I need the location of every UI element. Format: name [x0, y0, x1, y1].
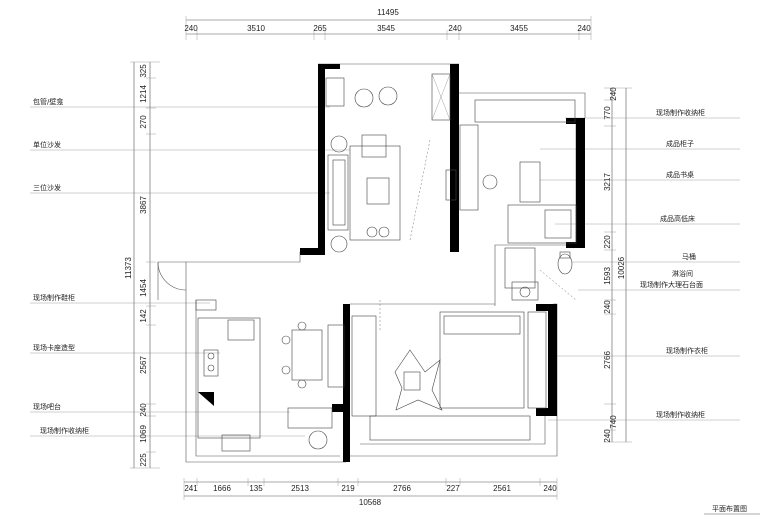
bunk-bed [507, 204, 577, 244]
label-shoe-cabinet: 现场制作鞋柜 [33, 293, 75, 302]
dim-left-6: 142 [139, 309, 148, 323]
entry-door [157, 261, 187, 300]
toilet [557, 253, 573, 275]
dim-top-6: 3455 [510, 24, 528, 33]
drawing-caption: 平面布置图 [712, 504, 747, 513]
marble-countertop [511, 281, 539, 301]
label-three-seat-sofa: 三位沙发 [33, 183, 61, 192]
dim-left-9: 1069 [139, 425, 148, 443]
dim-bottom-5: 219 [341, 484, 355, 493]
dim-left-10: 225 [139, 453, 148, 467]
right-dimension-chain: 240 770 3217 220 1593 240 2766 740 240 1… [603, 87, 632, 443]
dim-right-1: 240 [609, 87, 618, 101]
label-storage-cabinet-right-bottom: 现场制作收纳柜 [656, 410, 705, 419]
left-annotations: 包管/壁龛 单位沙发 三位沙发 现场制作鞋柜 现场卡座造型 现场吧台 现场制作收… [30, 97, 350, 437]
right-annotations: 现场制作收纳柜 成品柜子 成品书桌 成品高低床 马桶 淋浴间 现场制作大理石台面… [540, 108, 740, 421]
master-cabinet [351, 315, 377, 417]
dim-bottom-2: 1666 [213, 484, 231, 493]
dining-table [291, 329, 323, 381]
dim-right-5: 1593 [603, 267, 612, 285]
dim-top-1: 240 [184, 24, 198, 33]
living-room [325, 73, 451, 253]
label-wardrobe: 现场制作衣柜 [666, 346, 708, 355]
thick-walls [300, 64, 585, 462]
coffee-table [366, 177, 390, 205]
stove [203, 349, 219, 377]
single-sofa [361, 134, 387, 158]
niche-cabinet [325, 77, 345, 107]
dim-right-total: 10026 [617, 256, 626, 279]
label-marble-countertop: 现场制作大理石台面 [640, 280, 703, 289]
dim-left-2: 1214 [139, 85, 148, 103]
label-finished-cabinet: 成品柜子 [666, 139, 694, 148]
kitchen-dining [195, 299, 345, 452]
shoe-cabinet [195, 299, 217, 311]
dim-bottom-1: 241 [184, 484, 198, 493]
dim-left-3: 270 [139, 115, 148, 129]
dim-bottom-9: 240 [543, 484, 557, 493]
storage-cabinet-bottom [369, 415, 531, 441]
label-shower-room: 淋浴间 [672, 269, 693, 278]
dim-left-1: 325 [139, 64, 148, 78]
dim-right-3: 3217 [603, 173, 612, 191]
bar-counter [287, 407, 333, 429]
dim-top-3: 265 [313, 24, 327, 33]
label-bar-counter: 现场吧台 [33, 402, 61, 411]
dim-right-4: 220 [603, 235, 612, 249]
dim-right-2: 770 [603, 106, 612, 120]
thin-walls [185, 63, 586, 463]
finished-cabinet [459, 124, 479, 211]
bottom-dimension-chain: 241 1666 135 2513 219 2766 227 2561 240 … [183, 478, 557, 507]
dim-left-total: 11373 [124, 257, 133, 279]
label-single-sofa: 单位沙发 [33, 140, 61, 149]
dim-top-5: 240 [448, 24, 462, 33]
dim-left-4: 3867 [139, 196, 148, 214]
dim-left-8: 240 [139, 403, 148, 417]
label-finished-desk: 成品书桌 [666, 170, 694, 179]
label-bunk-bed: 成品高低床 [660, 214, 695, 223]
dim-top-4: 3545 [377, 24, 395, 33]
wardrobe [527, 311, 547, 409]
label-toilet: 马桶 [682, 252, 696, 261]
dim-bottom-total: 10568 [359, 498, 382, 507]
kids-bedroom [445, 99, 577, 244]
booth-seat [327, 324, 345, 388]
dim-top-2: 3510 [247, 24, 265, 33]
double-bed [439, 311, 525, 409]
sink [221, 434, 251, 452]
left-dimension-chain: 325 1214 270 3867 1454 142 2567 240 1069… [124, 61, 160, 469]
dim-left-7: 2567 [139, 356, 148, 374]
tv-stand [431, 73, 451, 121]
top-dimension-chain: 11495 240 3510 265 3545 240 3455 240 [184, 8, 591, 40]
study-desk [519, 161, 541, 203]
storage-cabinet-top [474, 99, 576, 123]
dim-top-7: 240 [577, 24, 591, 33]
master-bedroom [351, 300, 547, 441]
bathroom [504, 247, 577, 301]
dim-bottom-8: 2561 [493, 484, 511, 493]
label-storage-cabinet-left: 现场制作收纳柜 [40, 426, 89, 435]
dim-right-7: 2766 [603, 351, 612, 369]
sofa-side-table-top [330, 135, 348, 153]
dim-bottom-3: 135 [249, 484, 263, 493]
area-rug [394, 349, 443, 411]
label-pipe-niche: 包管/壁龛 [33, 97, 63, 106]
dim-bottom-7: 227 [446, 484, 460, 493]
dim-bottom-4: 2513 [291, 484, 309, 493]
dim-top-total: 11495 [377, 8, 399, 17]
label-storage-cabinet-right-top: 现场制作收纳柜 [656, 108, 705, 117]
three-seat-sofa [327, 154, 349, 231]
dim-right-8: 740 [609, 415, 618, 429]
label-booth-seat: 现场卡座造型 [33, 343, 75, 352]
shower-area [504, 247, 536, 289]
dim-left-5: 1454 [139, 279, 148, 297]
kitchen-counter [197, 317, 261, 439]
dim-right-9: 240 [603, 429, 612, 443]
living-rug [349, 145, 401, 241]
dim-right-6: 240 [603, 300, 612, 314]
dim-bottom-6: 2766 [393, 484, 411, 493]
sofa-side-table-bottom [330, 235, 348, 253]
